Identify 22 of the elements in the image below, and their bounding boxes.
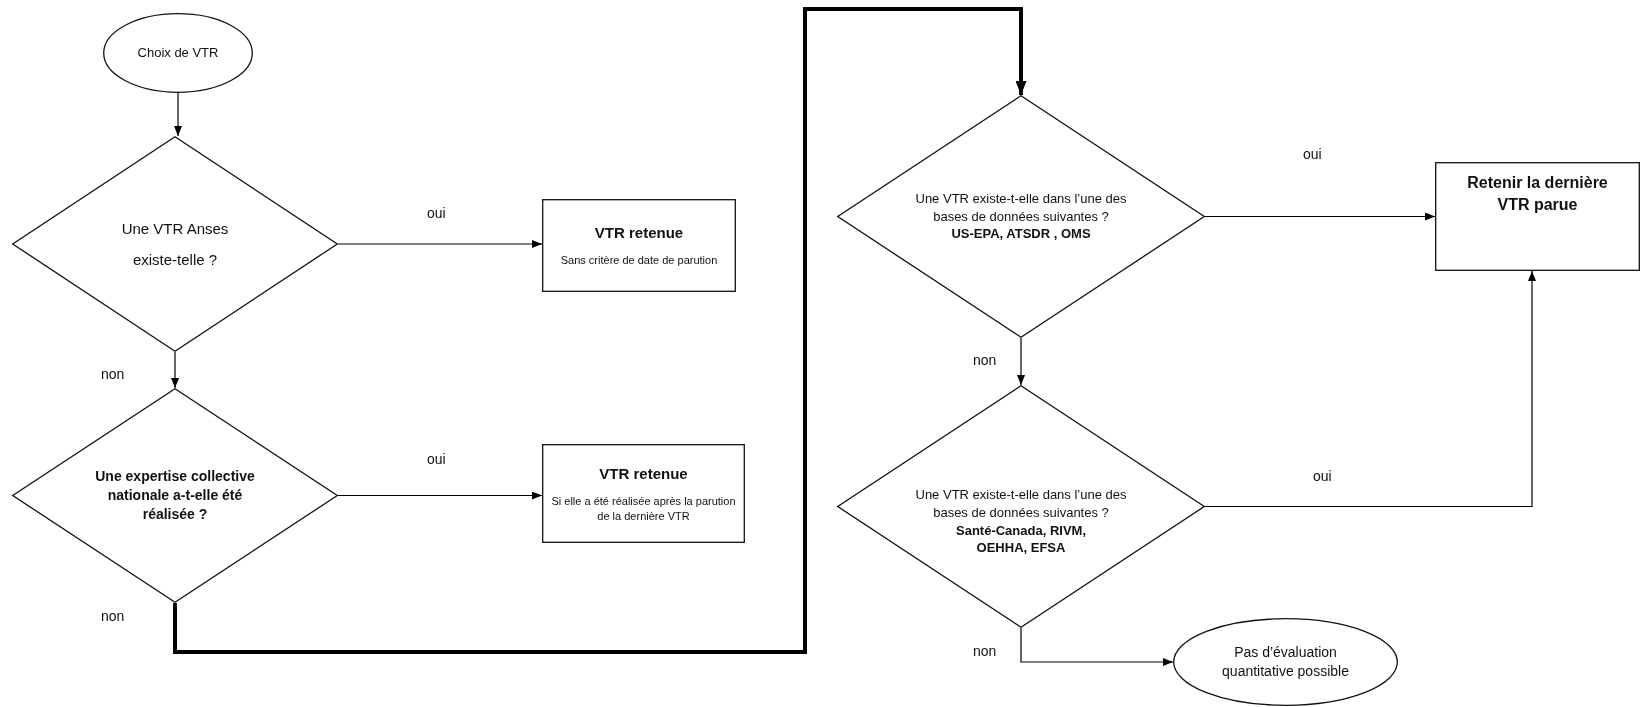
arrow [171, 351, 179, 389]
arrow [337, 491, 543, 500]
arrow [174, 92, 182, 137]
agency-list: Santé-Canada, RIVM, OEHHA, EFSA [936, 521, 1106, 557]
node-text: Une VTR existe-t-elle dans l’une des bases de données suivantes ? [914, 190, 1128, 226]
arrow [337, 240, 543, 248]
node-text: Choix de VTR [136, 44, 220, 62]
agency-list: US-EPA, ATSDR , OMS [936, 225, 1106, 243]
arrow [1020, 627, 1174, 666]
arrow [1017, 337, 1025, 386]
box-description: Si elle a été réalisée après la parution de la dernière VTR [550, 493, 737, 524]
node-text: Une VTR existe-t-elle dans l’une des bases de données suivantes ? [914, 486, 1128, 522]
box-description: Sans critère de date de parution [559, 253, 719, 269]
node-text: Retenir la dernière VTR parue [1466, 173, 1609, 215]
arrow [173, 7, 1027, 654]
box-heading: VTR retenue [598, 463, 689, 484]
node-text: Une VTR Anses existe-telle ? [120, 218, 230, 270]
box-heading: VTR retenue [593, 222, 685, 243]
arrow [1204, 212, 1436, 221]
node-text: Une expertise collective nationale a-t-elle été réalisée ? [94, 467, 256, 524]
node-text: Pas d’évaluation quantitative possible [1221, 643, 1350, 681]
arrow [1204, 270, 1536, 508]
